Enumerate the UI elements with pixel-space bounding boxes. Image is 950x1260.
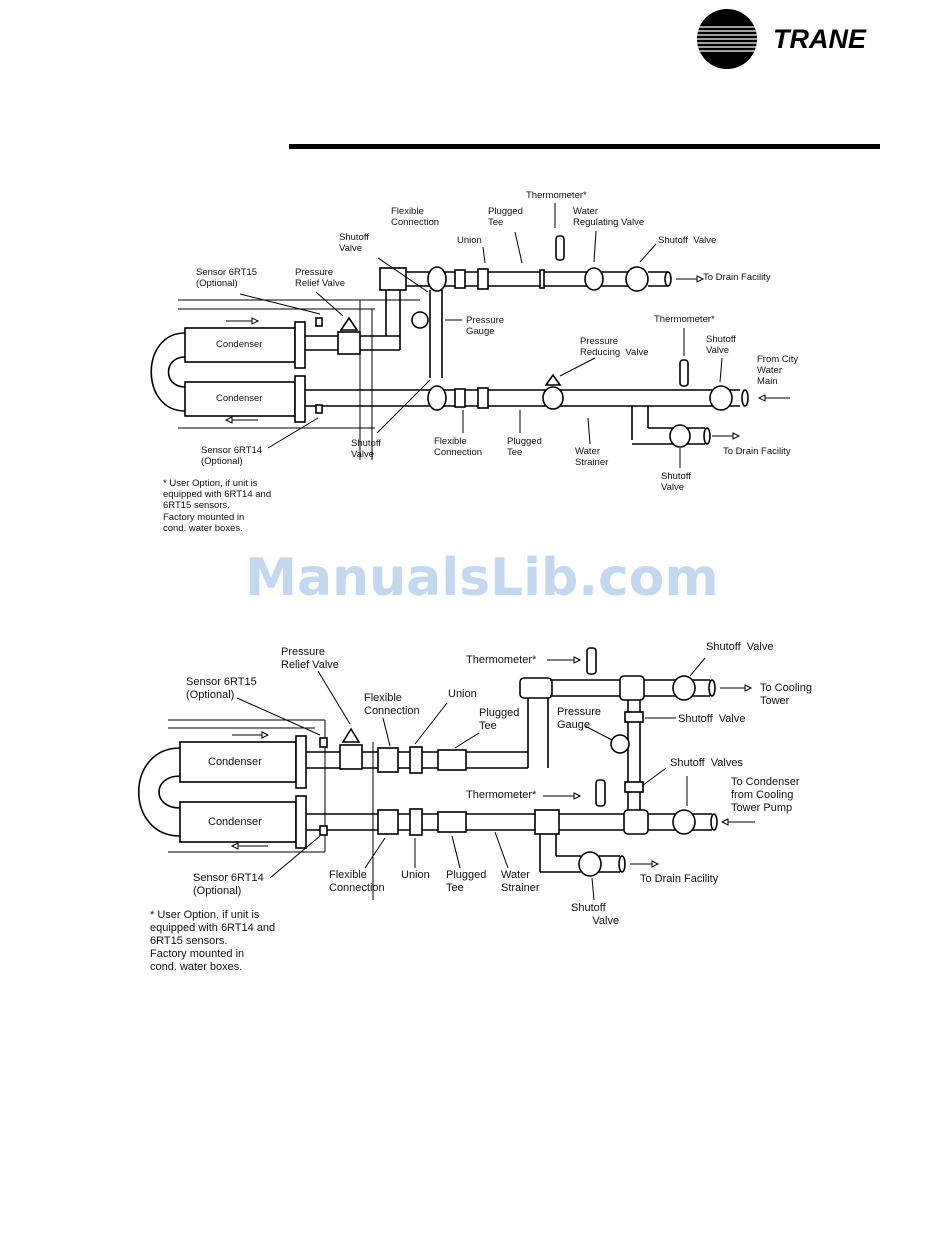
d1-shutoff-valve-bottom-left-label: Shutoff Valve	[351, 438, 381, 461]
diagram1-arrows	[224, 203, 790, 468]
d2-shutoff-valve-top-right-label: Shutoff Valve	[706, 641, 774, 653]
brand-wordmark: TRANE	[773, 24, 867, 54]
d2-flexible-connection-top-label: Flexible Connection	[364, 692, 420, 717]
header-rule	[289, 144, 880, 149]
diagram1-piping	[150, 235, 749, 460]
condenser2-upper-shell	[179, 741, 297, 783]
d1-pressure-relief-valve-label: Pressure Relief Valve	[295, 267, 345, 290]
d2-condenser-upper-label: Condenser	[208, 756, 262, 768]
d1-water-regulating-valve-label: Water Regulating Valve	[573, 206, 645, 229]
d2-pressure-relief-valve-label: Pressure Relief Valve	[281, 646, 339, 671]
d2-plugged-tee-bottom-label: Plugged Tee	[446, 869, 487, 894]
d2-condenser-lower-label: Condenser	[208, 816, 262, 828]
diagram2-arrows	[230, 656, 755, 901]
condenser-lower-shell	[184, 381, 296, 417]
d1-flexible-connection-top-label: Flexible Connection	[391, 206, 440, 229]
d1-pressure-reducing-valve-label: Pressure Reducing Valve	[580, 336, 649, 359]
d1-union-top-label: Union	[457, 235, 482, 246]
d1-to-drain-bottom-label: To Drain Facility	[723, 446, 791, 457]
d1-plugged-tee-top-label: Plugged Tee	[488, 206, 523, 229]
d1-shutoff-valve-right-top-label: Shutoff Valve	[658, 235, 717, 246]
d1-condenser-lower-label: Condenser	[216, 393, 263, 404]
d1-condenser-upper-label: Condenser	[216, 339, 263, 350]
d2-plugged-tee-top-label: Plugged Tee	[479, 707, 520, 732]
d1-from-city-water-main-label: From City Water Main	[757, 354, 799, 388]
d1-flexible-connection-bottom-label: Flexible Connection	[434, 436, 483, 459]
watermark: ManualsLib.com	[245, 548, 719, 608]
condenser-upper-shell	[184, 327, 296, 363]
d2-pressure-gauge-label: Pressure Gauge	[557, 706, 602, 731]
d2-water-strainer-label: Water Strainer	[501, 869, 540, 894]
d1-sensor-6rt14-label: Sensor 6RT14 (Optional)	[201, 445, 263, 468]
d2-union-top-label: Union	[448, 688, 477, 700]
d2-to-drain-facility-label: To Drain Facility	[640, 873, 719, 885]
d1-thermometer-top-label: Thermometer*	[526, 190, 587, 201]
d2-shutoff-valve-bottom-label: Shutoff Valve	[571, 902, 620, 927]
d2-flexible-connection-bottom-label: Flexible Connection	[329, 869, 385, 894]
d1-water-strainer-label: Water Strainer	[575, 446, 609, 469]
d2-sensor-6rt15-label: Sensor 6RT15 (Optional)	[186, 676, 257, 701]
d1-pressure-gauge-label: Pressure Gauge	[466, 315, 505, 338]
d1-shutoff-valve-bottom-right-label: Shutoff Valve	[661, 471, 691, 494]
d2-to-cooling-tower-label: To Cooling Tower	[760, 682, 812, 707]
d2-to-condenser-label: To Condenser from Cooling Tower Pump	[731, 776, 800, 814]
d1-user-option-note: * User Option, if unit is equipped with …	[163, 478, 272, 534]
d1-sensor-6rt15-label: Sensor 6RT15 (Optional)	[196, 267, 258, 290]
d1-to-drain-top-label: To Drain Facility	[703, 272, 771, 283]
diagram2-piping	[138, 647, 718, 900]
d1-shutoff-valve-left-top-label: Shutoff Valve	[339, 232, 369, 255]
d2-thermometer-top-label: Thermometer*	[466, 654, 537, 666]
d2-thermometer-mid-label: Thermometer*	[466, 789, 537, 801]
d1-shutoff-valve-mid-right-label: Shutoff Valve	[706, 334, 736, 357]
trane-logo: TRANE	[697, 9, 867, 69]
d2-user-option-note: * User Option, if unit is equipped with …	[150, 909, 276, 973]
d2-union-bottom-label: Union	[401, 869, 430, 881]
d1-plugged-tee-bottom-label: Plugged Tee	[507, 436, 542, 459]
d2-shutoff-valves-label: Shutoff Valves	[670, 757, 743, 769]
d2-sensor-6rt14-label: Sensor 6RT14 (Optional)	[193, 872, 264, 897]
d2-shutoff-valve-mid-label: Shutoff Valve	[678, 713, 746, 725]
d1-thermometer-mid-label: Thermometer*	[654, 314, 715, 325]
